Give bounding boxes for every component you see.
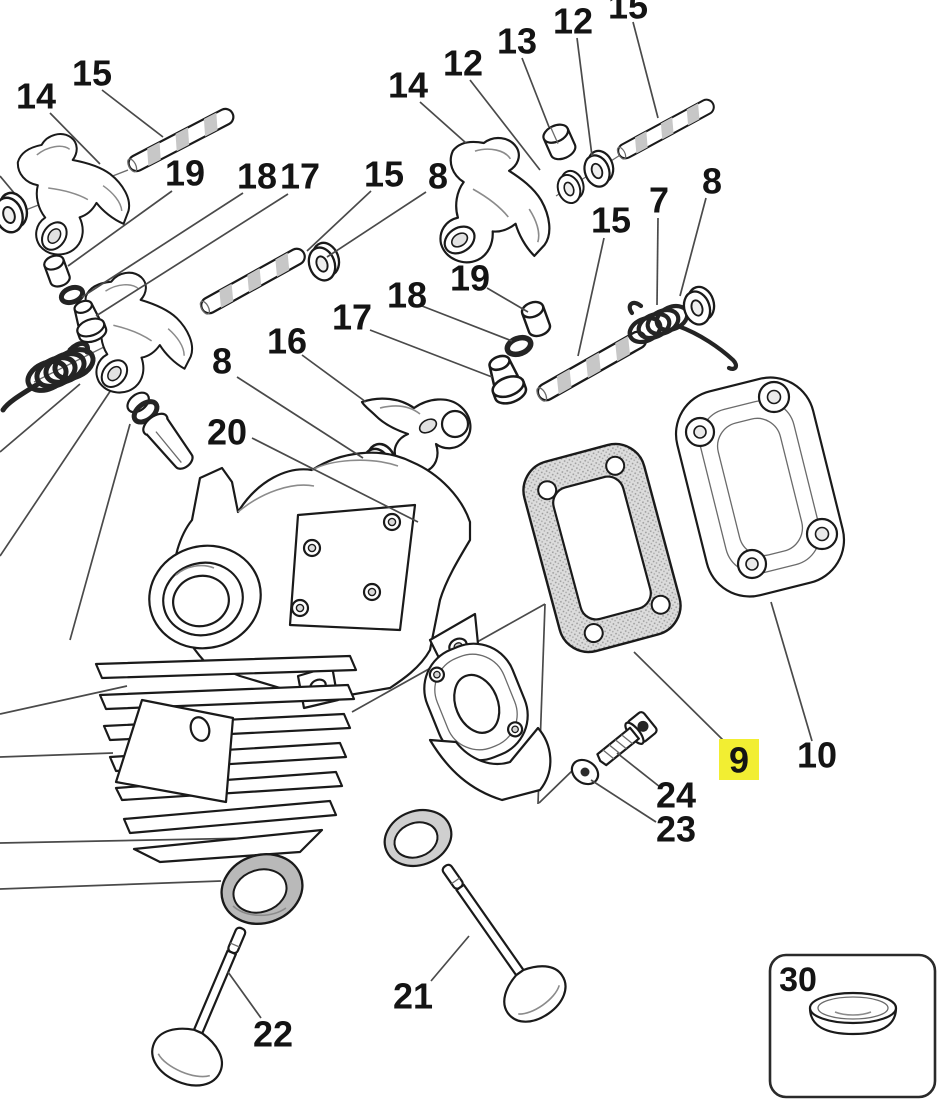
valve-guide-assembly-left (126, 391, 194, 470)
leader-line-22 (227, 971, 262, 1019)
leader-line-15 (101, 89, 164, 138)
part-callout-13-9[interactable]: 13 (497, 21, 537, 62)
callout-leader-lines (49, 21, 813, 1019)
cover-mounting-face (288, 503, 417, 632)
intake-port (148, 544, 262, 650)
leader-line (0, 837, 257, 844)
part-callout-21-25[interactable]: 21 (393, 976, 433, 1017)
part-callout-12-10[interactable]: 12 (553, 1, 593, 42)
leader-line-15 (306, 190, 372, 252)
half-bushing (542, 123, 577, 161)
valve-cover-drawing (674, 376, 846, 598)
part-callout-15-11[interactable]: 15 (608, 0, 648, 27)
leader-line-8 (326, 191, 427, 258)
part-callout-20-20[interactable]: 20 (207, 412, 247, 453)
valve-seat-ring-drawing (220, 853, 304, 925)
highlight-layer (719, 739, 759, 780)
part-callout-8-14[interactable]: 8 (702, 161, 722, 202)
leader-line (0, 752, 114, 758)
leader-line-24 (616, 752, 661, 788)
inset-box (768, 953, 937, 1099)
part-callout-24-23[interactable]: 24 (656, 775, 696, 816)
valve-drawing-left (151, 926, 247, 1087)
part-callout-8-6[interactable]: 8 (428, 156, 448, 197)
leader-line-12 (576, 37, 593, 157)
valve-drawing-right (441, 863, 567, 1023)
leader-line-18 (81, 192, 244, 298)
leader-line-7 (656, 217, 659, 306)
leader-line-17 (369, 329, 493, 378)
leader-line-12 (469, 79, 541, 171)
leader-line (0, 383, 81, 453)
part-callout-17-17[interactable]: 17 (332, 297, 372, 338)
leader-line-8 (679, 197, 707, 297)
leader-line-8 (236, 376, 364, 459)
leader-line (538, 768, 575, 804)
cover-bolt-assembly (570, 711, 658, 786)
leader-line (69, 423, 131, 641)
leader-line-19 (67, 190, 173, 267)
leader-line-23 (590, 779, 657, 823)
part-callout-12-8[interactable]: 12 (443, 43, 483, 84)
part-callout-18-16[interactable]: 18 (387, 275, 427, 316)
valve-cover-gasket-drawing (522, 442, 682, 654)
part-callout-23-24[interactable]: 23 (656, 809, 696, 850)
leader-line-9 (633, 651, 724, 741)
leader-line-14 (49, 112, 101, 165)
leader-line-21 (430, 935, 470, 982)
leader-line-16 (301, 354, 367, 403)
part-callout-22-26[interactable]: 22 (253, 1014, 293, 1055)
part-callout-15-5[interactable]: 15 (364, 154, 404, 195)
part-callout-10-22[interactable]: 10 (797, 735, 837, 776)
shim-cap-drawing (808, 991, 898, 1036)
valve-seat-lower (383, 808, 453, 868)
leader-line-13 (521, 57, 550, 128)
leader-line-18 (421, 305, 513, 342)
part-callout-19-2[interactable]: 19 (165, 153, 205, 194)
leader-line-17 (95, 193, 289, 317)
spring-and-pushrod-assembly-right (533, 282, 739, 405)
part-callout-7-13[interactable]: 7 (649, 180, 669, 221)
leader-line-19 (486, 287, 529, 313)
leader-line (0, 685, 128, 715)
part-callout-19-15[interactable]: 19 (450, 258, 490, 299)
part-callout-15-12[interactable]: 15 (591, 200, 631, 241)
cylinder-head-drawing (94, 451, 552, 868)
rocker-arm-assembly-center-top (436, 96, 718, 272)
return-spring (0, 341, 96, 413)
exhaust-port-flange (423, 642, 529, 762)
leader-line (0, 880, 222, 890)
part-callout-9-21[interactable]: 9 (729, 740, 749, 781)
leader-line (0, 380, 118, 557)
part-callout-30[interactable]: 30 (779, 961, 817, 999)
leader-line-15 (632, 21, 659, 119)
rocker-arm-assembly-left-top (0, 105, 238, 262)
rocker-arm-assembly-left-lower (0, 251, 199, 413)
inset-box-layer: 30 (768, 953, 937, 1099)
rocker-arm-center (360, 397, 472, 475)
part-callout-14-0[interactable]: 14 (16, 76, 56, 117)
part-callout-14-7[interactable]: 14 (388, 65, 428, 106)
highlight-box-part-9 (719, 739, 759, 780)
part-callout-18-3[interactable]: 18 (237, 156, 277, 197)
part-callout-16-18[interactable]: 16 (267, 321, 307, 362)
leader-line-14 (419, 101, 467, 144)
part-callout-17-4[interactable]: 17 (280, 156, 320, 197)
part-callout-8-19[interactable]: 8 (212, 341, 232, 382)
leader-line-10 (770, 601, 813, 742)
part-callout-15-1[interactable]: 15 (72, 53, 112, 94)
leader-line-20 (251, 437, 419, 523)
return-spring (627, 300, 739, 371)
leader-line-15 (577, 237, 605, 357)
